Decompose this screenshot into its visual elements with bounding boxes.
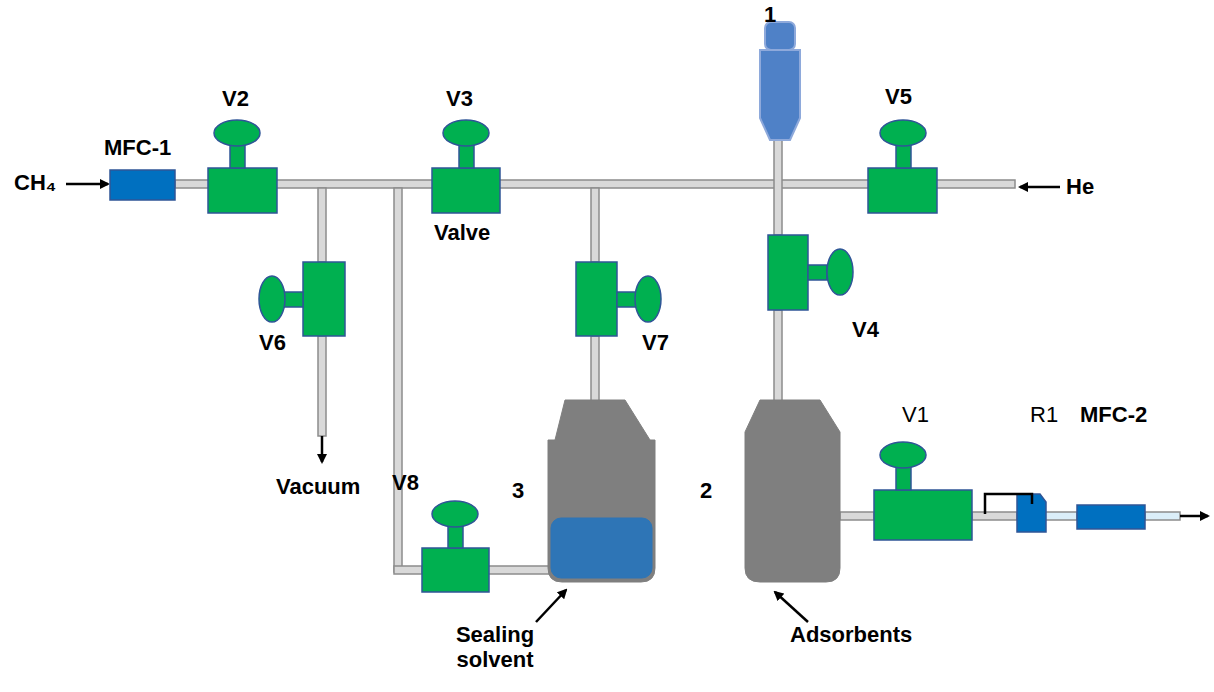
- content-name: Sealing solvent: [440, 622, 550, 673]
- callout-number: 2: [700, 478, 712, 503]
- valve-name: V3: [446, 86, 473, 111]
- valve-name: V1: [902, 402, 929, 427]
- part-name: R1: [1030, 402, 1058, 427]
- device-name: MFC-2: [1080, 402, 1147, 427]
- valve-name: V7: [642, 330, 669, 355]
- callout-number: 1: [764, 2, 776, 27]
- callout-number: 3: [512, 478, 524, 503]
- gas-name: He: [1066, 174, 1094, 199]
- valve-name: V6: [259, 330, 286, 355]
- valve-name: V2: [222, 86, 249, 111]
- valve-name: V8: [392, 470, 419, 495]
- device-name: MFC-1: [104, 135, 171, 160]
- gas-name: CH₄: [14, 170, 56, 195]
- valve-name: V4: [852, 317, 879, 342]
- valve-name: Valve: [434, 220, 490, 245]
- valve-name: V5: [885, 84, 912, 109]
- content-name: Adsorbents: [790, 622, 912, 647]
- outlet-name: Vacuum: [276, 474, 360, 499]
